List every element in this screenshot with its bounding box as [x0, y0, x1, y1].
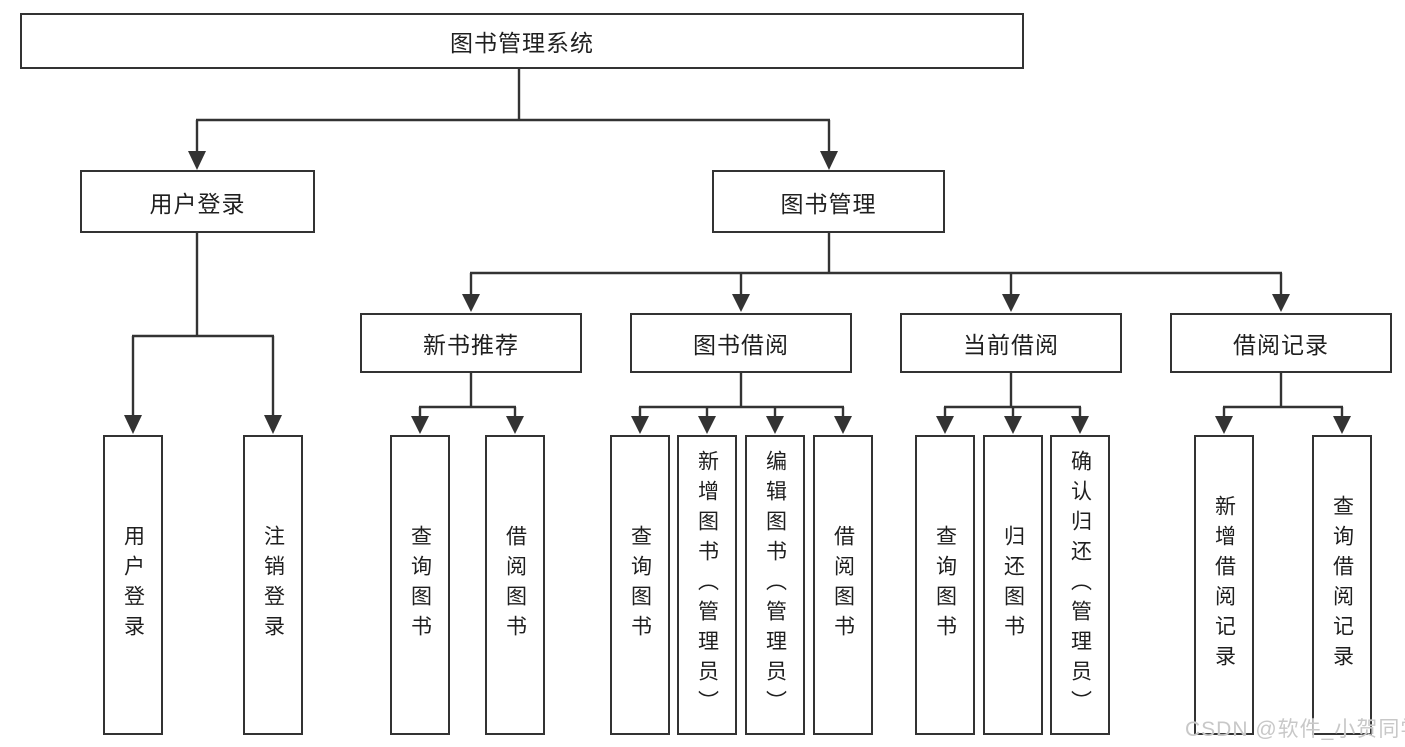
node-root-label: 图书管理系统 — [450, 30, 594, 56]
arrowhead-icon — [1333, 416, 1351, 434]
arrowhead-icon — [188, 151, 206, 170]
connector-borrow-to-leaves — [638, 372, 845, 417]
leaf-confirm-return-admin: 确认归还（管理员） — [1050, 435, 1110, 735]
arrowhead-icon — [411, 416, 429, 434]
connector-lines — [131, 68, 1344, 417]
arrowhead-icon — [698, 416, 716, 434]
leaf-borrow-books-recommend: 借阅图书 — [485, 435, 545, 735]
leaf-query-books-borrow-label: 查询图书 — [628, 525, 652, 645]
arrowhead-icon — [462, 294, 480, 312]
leaf-edit-book-admin-label: 编辑图书（管理员） — [763, 450, 787, 720]
leaf-query-books-recommend: 查询图书 — [390, 435, 450, 735]
arrowhead-icon — [834, 416, 852, 434]
arrowheads — [124, 151, 1351, 434]
arrowhead-icon — [506, 416, 524, 434]
arrowhead-icon — [631, 416, 649, 434]
node-book-borrow: 图书借阅 — [630, 313, 852, 373]
node-current-borrow-label: 当前借阅 — [963, 332, 1059, 358]
connector-userlogin-to-leaves — [131, 232, 275, 416]
watermark-text: CSDN @软件_小贺同学 — [1185, 718, 1405, 741]
arrowhead-icon — [732, 294, 750, 312]
node-current-borrow: 当前借阅 — [900, 313, 1122, 373]
node-book-borrow-label: 图书借阅 — [693, 332, 789, 358]
leaf-add-book-admin: 新增图书（管理员） — [677, 435, 737, 735]
leaf-return-books: 归还图书 — [983, 435, 1043, 735]
leaf-user-login: 用户登录 — [103, 435, 163, 735]
arrowhead-icon — [820, 151, 838, 170]
leaf-return-books-label: 归还图书 — [1001, 525, 1025, 645]
leaf-borrow-books-borrow: 借阅图书 — [813, 435, 873, 735]
leaf-user-login-label: 用户登录 — [121, 525, 145, 645]
leaf-borrow-books-borrow-label: 借阅图书 — [831, 525, 855, 645]
node-root: 图书管理系统 — [20, 13, 1024, 69]
node-borrow-records-label: 借阅记录 — [1233, 332, 1329, 358]
connector-bookmgmt-to-level3 — [469, 232, 1283, 295]
leaf-add-borrow-record: 新增借阅记录 — [1194, 435, 1254, 735]
node-user-login-branch: 用户登录 — [80, 170, 315, 233]
leaf-query-books-current-label: 查询图书 — [933, 525, 957, 645]
leaf-add-book-admin-label: 新增图书（管理员） — [695, 450, 719, 720]
leaf-query-books-recommend-label: 查询图书 — [408, 525, 432, 645]
node-borrow-records: 借阅记录 — [1170, 313, 1392, 373]
arrowhead-icon — [1002, 294, 1020, 312]
arrowhead-icon — [766, 416, 784, 434]
arrowhead-icon — [124, 415, 142, 434]
leaf-query-books-borrow: 查询图书 — [610, 435, 670, 735]
connector-current-to-leaves — [943, 372, 1082, 417]
node-new-book-recommend: 新书推荐 — [360, 313, 582, 373]
node-book-management: 图书管理 — [712, 170, 945, 233]
leaf-confirm-return-admin-label: 确认归还（管理员） — [1068, 450, 1092, 720]
connector-root-to-level2 — [195, 68, 831, 152]
arrowhead-icon — [1215, 416, 1233, 434]
connector-records-to-leaves — [1222, 372, 1344, 417]
node-book-management-label: 图书管理 — [780, 190, 877, 217]
leaf-logout-label: 注销登录 — [261, 525, 285, 645]
leaf-query-borrow-record: 查询借阅记录 — [1312, 435, 1372, 735]
leaf-logout: 注销登录 — [243, 435, 303, 735]
leaf-edit-book-admin: 编辑图书（管理员） — [745, 435, 805, 735]
leaf-borrow-books-recommend-label: 借阅图书 — [503, 525, 527, 645]
leaf-query-borrow-record-label: 查询借阅记录 — [1330, 495, 1354, 675]
leaf-query-books-current: 查询图书 — [915, 435, 975, 735]
node-new-book-recommend-label: 新书推荐 — [423, 332, 519, 358]
arrowhead-icon — [936, 416, 954, 434]
arrowhead-icon — [1272, 294, 1290, 312]
arrowhead-icon — [264, 415, 282, 434]
arrowhead-icon — [1004, 416, 1022, 434]
connector-recommend-to-leaves — [418, 372, 517, 417]
arrowhead-icon — [1071, 416, 1089, 434]
leaf-add-borrow-record-label: 新增借阅记录 — [1212, 495, 1236, 675]
node-user-login-label: 用户登录 — [149, 190, 246, 217]
